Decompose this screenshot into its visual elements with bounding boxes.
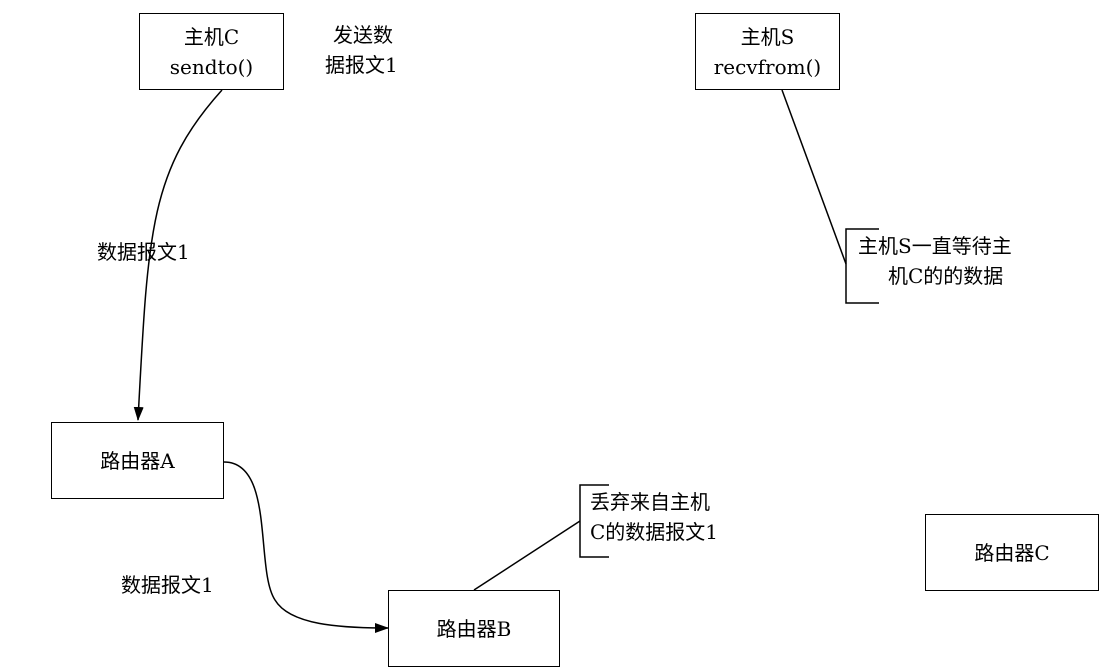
discard-datagram-line1: 丢弃来自主机 — [590, 490, 710, 514]
discard-datagram-note: 丢弃来自主机 C的数据报文1 — [590, 487, 718, 547]
arrow-router-a-to-router-b — [223, 461, 389, 633]
host-s-waiting-line1: 主机S一直等待主 — [858, 234, 1012, 258]
send-datagram-line2: 据报文1 — [325, 53, 398, 77]
host-c-box: 主机C sendto() — [139, 13, 284, 90]
host-c-call: sendto() — [169, 54, 254, 79]
datagram-label-upper: 数据报文1 — [97, 237, 190, 267]
host-s-call: recvfrom() — [713, 54, 822, 79]
send-datagram-line1: 发送数 — [333, 23, 393, 47]
datagram-label-lower-text: 数据报文1 — [121, 573, 214, 597]
router-b-box: 路由器B — [388, 590, 560, 667]
host-s-box: 主机S recvfrom() — [695, 13, 840, 90]
router-c-box: 路由器C — [925, 514, 1099, 591]
datagram-label-upper-text: 数据报文1 — [97, 240, 190, 264]
discard-datagram-line2: C的数据报文1 — [590, 520, 719, 544]
router-a-box: 路由器A — [51, 422, 224, 499]
host-s-name: 主机S — [740, 24, 795, 49]
send-datagram-note: 发送数 据报文1 — [325, 20, 398, 80]
router-c-label: 路由器C — [974, 540, 1050, 565]
host-s-waiting-note: 主机S一直等待主 机C的的数据 — [858, 231, 1012, 291]
router-a-label: 路由器A — [100, 448, 175, 473]
leader-host-s-waiting — [781, 89, 847, 265]
host-c-name: 主机C — [183, 24, 240, 49]
router-b-label: 路由器B — [436, 616, 512, 641]
host-s-waiting-line2: 机C的的数据 — [888, 264, 1004, 288]
datagram-label-lower: 数据报文1 — [121, 570, 214, 600]
leader-router-b-discard — [473, 520, 581, 591]
